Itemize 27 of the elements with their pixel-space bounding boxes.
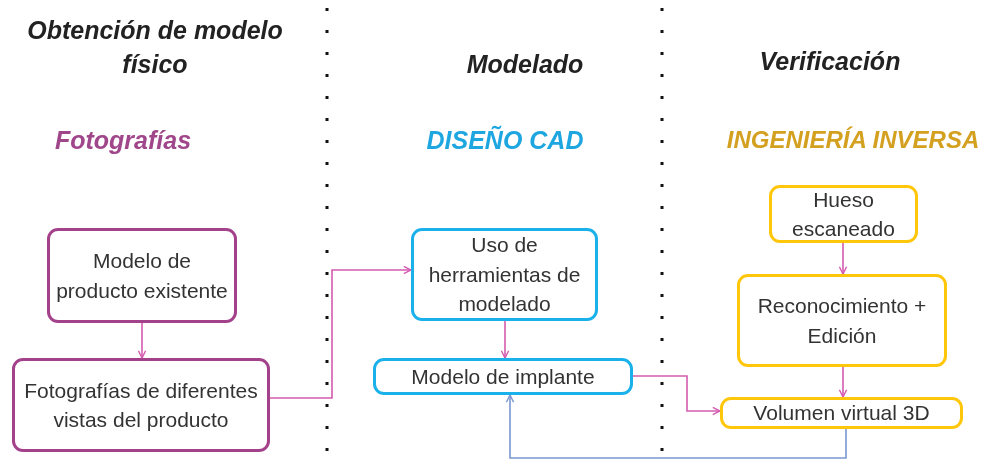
box-text: Hueso escaneado (791, 186, 896, 242)
box-text: Modelo de implante (411, 363, 595, 390)
section-heading: Verificación (759, 46, 901, 77)
section-heading: Fotografías (54, 125, 192, 156)
box-text: Volumen virtual 3D (753, 400, 930, 427)
box-text: Uso de herramientas de modelado (427, 232, 582, 318)
arrow (838, 242, 848, 275)
section-heading: DISEÑO CAD (426, 124, 584, 156)
process-box (720, 397, 963, 429)
arrow (137, 322, 147, 359)
box-text: Fotografías de diferentes vistas del producto (23, 377, 259, 433)
section-heading: Modelado (466, 49, 584, 80)
box-text: Modelo de producto existente (55, 248, 229, 304)
section-heading: Obtención de modelo físico (26, 15, 284, 80)
process-box (411, 228, 598, 321)
arrow (500, 320, 510, 359)
section-heading: INGENIERÍA INVERSA (726, 125, 980, 155)
box-text: Reconocimiento + Edición (756, 293, 928, 349)
process-box (47, 228, 237, 323)
arrow (632, 375, 721, 416)
arrow (269, 265, 412, 399)
process-box (12, 358, 270, 452)
arrow (838, 366, 848, 398)
process-box (373, 358, 633, 395)
process-box (769, 185, 918, 243)
arrow (505, 394, 847, 459)
process-box (737, 274, 947, 367)
